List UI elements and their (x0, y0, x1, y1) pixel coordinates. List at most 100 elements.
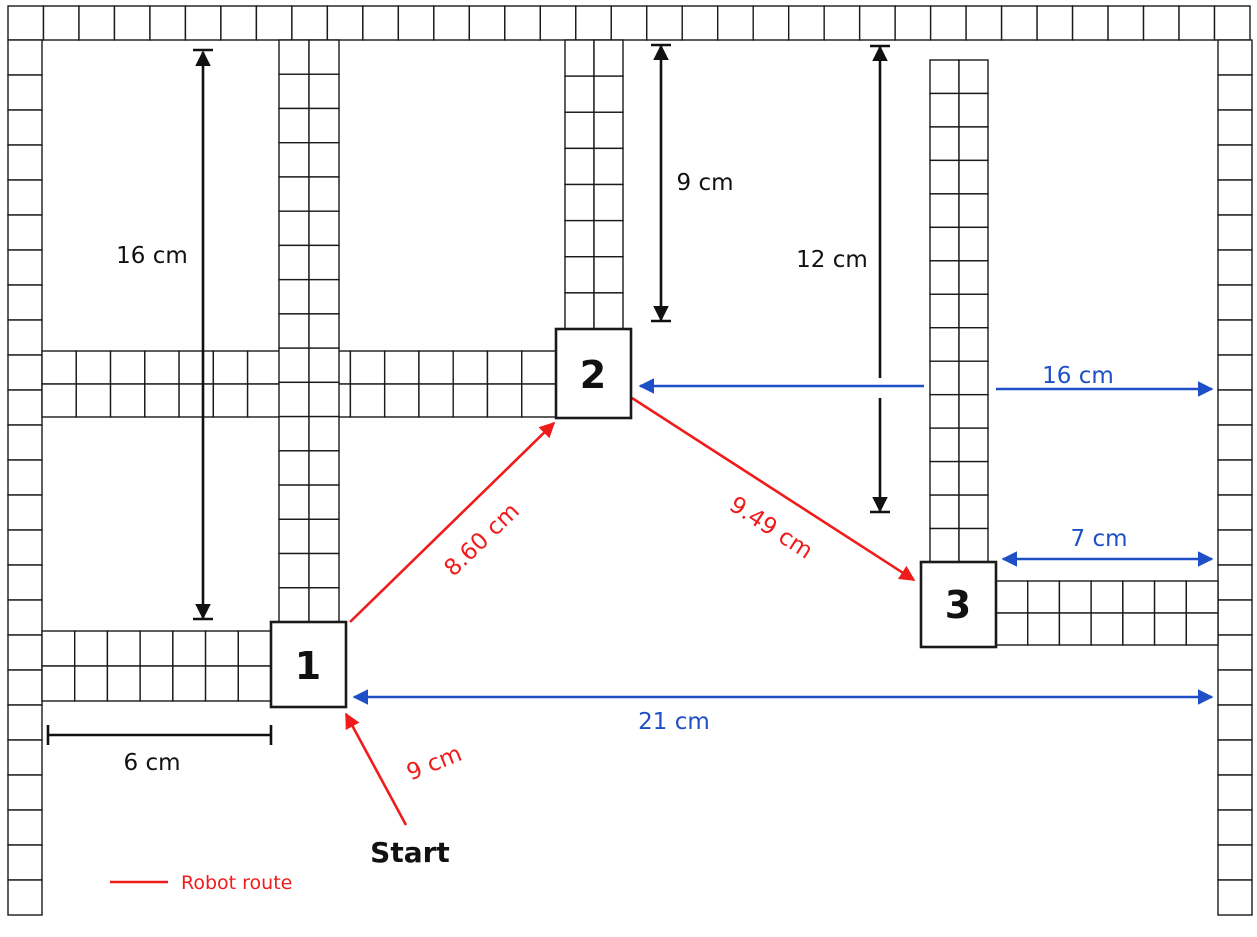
wall-top (7, 5, 1251, 41)
wall-tile (278, 107, 310, 144)
wall-tile (1090, 612, 1124, 646)
wall-tile (278, 313, 310, 349)
start-label: Start (370, 836, 450, 869)
wall-tile (593, 147, 624, 186)
wall-tile (1217, 634, 1253, 671)
wall-tile (564, 147, 595, 186)
wall-tile (278, 278, 310, 315)
wall-tile (958, 460, 989, 496)
wall-tile (858, 5, 896, 41)
wall-tile (278, 518, 310, 555)
label-left-vertical: 16 cm (116, 243, 188, 269)
wall-tile (308, 450, 340, 486)
wall-tile (958, 293, 989, 329)
wall-tile (278, 587, 310, 623)
wall-tile (752, 5, 790, 41)
wall-tile (1027, 612, 1061, 646)
label-bottom-left: 6 cm (124, 750, 181, 776)
wall-tile (1217, 529, 1253, 566)
wall-tile (308, 415, 340, 452)
wall-tile (929, 360, 960, 396)
wall-tile (468, 5, 506, 41)
wall-tile (7, 459, 43, 496)
wall-tile (564, 256, 595, 294)
node-2: 2 (554, 327, 633, 420)
wall-tile (564, 183, 595, 222)
wall-tile (1058, 612, 1092, 646)
wall-tile (74, 665, 109, 702)
wall-tile (278, 552, 310, 589)
wall-tile (308, 107, 340, 144)
wall-tile (237, 630, 272, 667)
wall-tile (1090, 580, 1124, 614)
wall-tile (212, 350, 249, 385)
wall-tile (7, 319, 43, 356)
wall-tile (929, 193, 960, 229)
wall-tile (929, 92, 960, 128)
wall-tile (929, 527, 960, 563)
wall-tile (7, 144, 43, 181)
wall-tile (278, 347, 310, 384)
label-right-upper-horizontal: 16 cm (1042, 363, 1114, 389)
wall-right-horizontal (995, 580, 1219, 646)
wall-tile (308, 552, 340, 589)
wall-tile (7, 844, 43, 881)
wall-tile (1217, 354, 1253, 391)
route-start-to-1 (344, 712, 408, 826)
wall-tile (418, 383, 454, 418)
wall-tile (7, 634, 43, 671)
wall-tile (220, 5, 258, 41)
label-route-1-to-2: 8.60 cm (439, 498, 524, 582)
wall-tile (1213, 5, 1251, 41)
wall-tile (1217, 214, 1253, 251)
wall-tile (1217, 424, 1253, 461)
wall-tile (958, 59, 989, 95)
wall-tile (1217, 879, 1253, 916)
wall-tile (1122, 612, 1156, 646)
wall-tile (7, 179, 43, 216)
wall-tile (75, 383, 112, 418)
wall-tile (278, 415, 310, 452)
wall-tile (1217, 144, 1253, 181)
wall-tile (397, 5, 435, 41)
wall-tile (787, 5, 825, 41)
wall-tile (593, 75, 624, 113)
wall-tile (7, 249, 43, 286)
wall-left-vertical (278, 39, 340, 623)
wall-tile (717, 5, 754, 41)
wall-tile (178, 383, 215, 418)
wall-tile (1217, 319, 1253, 356)
wall-tile (995, 580, 1029, 614)
wall-tile (1178, 5, 1216, 41)
wall-tile (929, 260, 960, 295)
wall-tile (278, 484, 310, 520)
wall-tile (383, 383, 420, 418)
wall-tile (308, 347, 340, 384)
wall-tile (7, 704, 43, 741)
wall-tile (929, 159, 960, 195)
wall-bottom-left (41, 630, 272, 702)
wall-tile (929, 226, 960, 262)
wall-tile (172, 665, 207, 702)
wall-tile (1107, 5, 1145, 41)
wall-tile (1153, 580, 1187, 614)
wall-tile (7, 529, 43, 566)
node-1: 1 (269, 620, 348, 709)
robot-route (344, 396, 916, 826)
wall-tile (7, 5, 45, 41)
wall-tile (564, 39, 595, 77)
wall-tile (958, 159, 989, 195)
wall-tile (1058, 580, 1092, 614)
wall-tile (958, 427, 989, 463)
wall-tile (7, 739, 43, 776)
wall-tile (349, 350, 386, 385)
wall-tile (246, 350, 283, 385)
wall-tile (452, 383, 489, 418)
wall-tile (681, 5, 719, 41)
wall-tile (178, 350, 215, 385)
wall-tile (41, 665, 76, 702)
wall-tile (42, 5, 80, 41)
wall-tile (308, 244, 340, 281)
wall-tile (1217, 249, 1253, 286)
wall-tile (278, 39, 310, 75)
